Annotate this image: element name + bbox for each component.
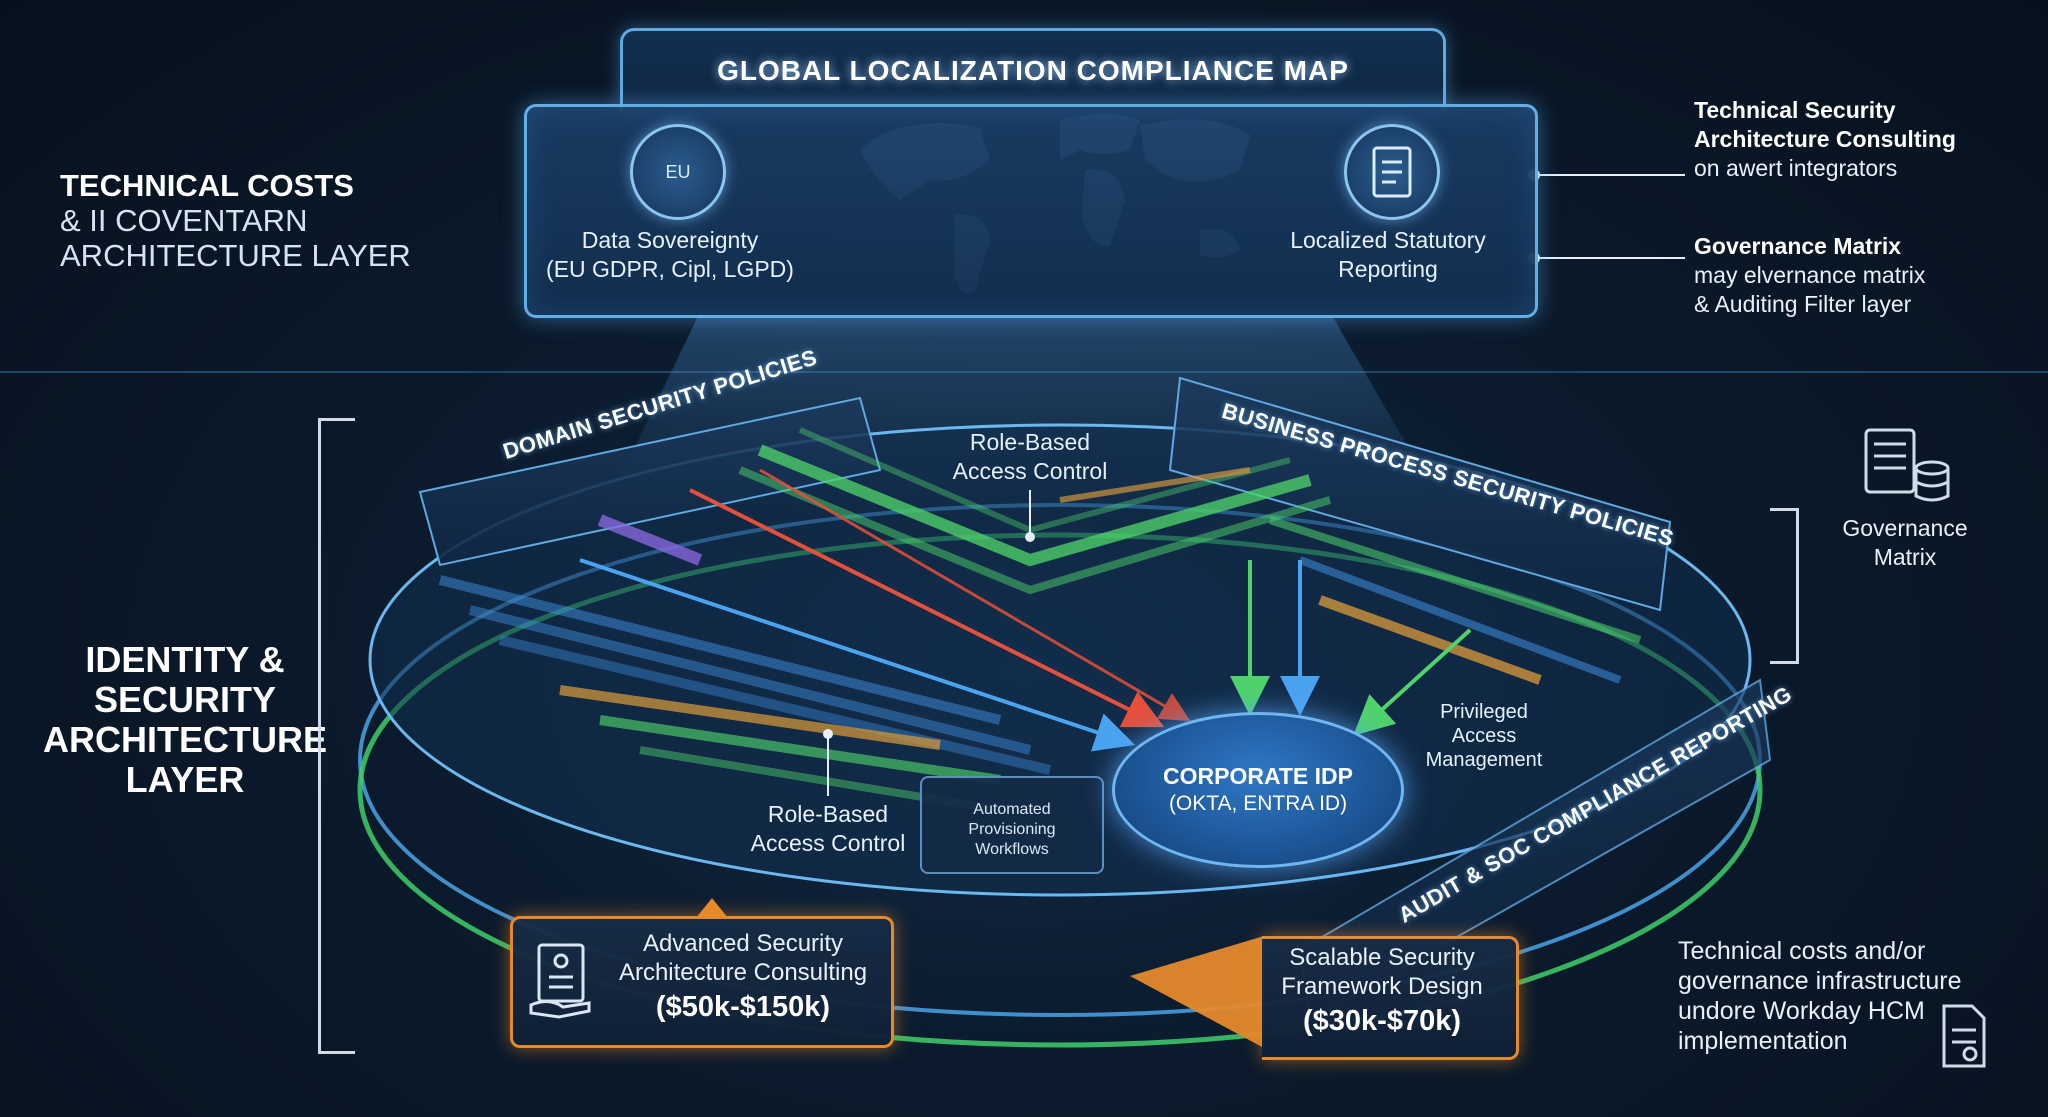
- identity-title-line1: IDENTITY &: [85, 639, 285, 680]
- auto-line2: Provisioning: [968, 821, 1056, 838]
- governance-matrix-body2: & Auditing Filter layer: [1694, 291, 1912, 317]
- statutory-reporting-line1: Localized Statutory: [1290, 227, 1486, 253]
- technical-title-line3: ARCHITECTURE LAYER: [60, 238, 411, 273]
- technical-costs-title: TECHNICAL COSTS & II COVENTARN ARCHITECT…: [60, 168, 411, 273]
- identity-title-line3: ARCHITECTURE: [43, 719, 327, 760]
- document-chart-icon: [1940, 1004, 1988, 1073]
- governance-matrix-head: Governance Matrix: [1694, 233, 1902, 259]
- technical-security-note: Technical Security Architecture Consulti…: [1694, 96, 1956, 183]
- technical-title-line1: TECHNICAL COSTS: [60, 168, 354, 203]
- compliance-map-header: GLOBAL LOCALIZATION COMPLIANCE MAP: [620, 28, 1446, 111]
- governance-label-line1: Governance: [1842, 515, 1968, 541]
- data-sovereignty-label: Data Sovereignty (EU GDPR, Cipl, LGPD): [520, 226, 820, 284]
- identity-layer-title: IDENTITY & SECURITY ARCHITECTURE LAYER: [40, 640, 330, 800]
- business-slab: [1168, 376, 1672, 612]
- statutory-reporting-label: Localized Statutory Reporting: [1248, 226, 1528, 284]
- flow-arrows: [579, 468, 1472, 796]
- governance-matrix-icon: [1862, 424, 1954, 511]
- corporate-idp-node: CORPORATE IDP (OKTA, ENTRA ID): [1112, 712, 1404, 868]
- scalable-line1: Scalable Security: [1289, 944, 1475, 971]
- advanced-line1: Advanced Security: [642, 930, 844, 957]
- platform-top: [368, 423, 1752, 897]
- workday-note-line3: undore Workday HCM: [1678, 997, 1925, 1025]
- automated-provisioning-box: Automated Provisioning Workflows: [920, 776, 1104, 874]
- left-bracket: [318, 418, 355, 1054]
- auto-line1: Automated: [973, 801, 1051, 818]
- eu-badge-label: EU: [665, 161, 691, 182]
- technical-security-head1: Technical Security: [1694, 97, 1896, 123]
- policy-lanes: [438, 427, 1642, 814]
- rbac-bottom-line1: Role-Based: [767, 801, 889, 827]
- statutory-reporting-line2: Reporting: [1338, 256, 1438, 282]
- advanced-price: ($50k-$150k): [655, 991, 831, 1023]
- workday-note-line4: implementation: [1678, 1027, 1848, 1055]
- scalable-price: ($30k-$70k): [1303, 1005, 1461, 1037]
- report-document-icon: [1344, 124, 1440, 220]
- pam-line2: Access: [1451, 725, 1517, 747]
- advanced-security-offering: Advanced Security Architecture Consultin…: [510, 916, 894, 1048]
- workday-note-line2: governance infrastructure: [1678, 967, 1962, 995]
- governance-matrix-body1: may elvernance matrix: [1694, 262, 1926, 288]
- rbac-top-label: Role-Based Access Control: [930, 428, 1130, 486]
- identity-title-line2: SECURITY: [93, 679, 277, 720]
- domain-slab: [418, 396, 882, 567]
- scalable-security-offering: Scalable Security Framework Design ($30k…: [1262, 936, 1519, 1060]
- data-sovereignty-line1: Data Sovereignty: [581, 227, 759, 253]
- rbac-top-line1: Role-Based: [969, 429, 1091, 455]
- technical-security-body: on awert integrators: [1694, 155, 1898, 181]
- scalable-offering-text: Scalable Security Framework Design ($30k…: [1252, 943, 1512, 1038]
- idp-title: CORPORATE IDP: [1163, 763, 1353, 789]
- advanced-offering-text: Advanced Security Architecture Consultin…: [603, 929, 883, 1024]
- eu-badge-icon: EU: [630, 124, 726, 220]
- data-sovereignty-line2: (EU GDPR, Cipl, LGPD): [546, 256, 794, 282]
- pam-line1: Privileged: [1440, 701, 1528, 723]
- governance-matrix-note: Governance Matrix may elvernance matrix …: [1694, 232, 1925, 319]
- advanced-line2: Architecture Consulting: [618, 959, 868, 986]
- orange-pointer-2: [1130, 936, 1264, 1048]
- identity-title-line4: LAYER: [125, 759, 245, 800]
- consultant-document-icon: [529, 941, 599, 1026]
- pam-label: Privileged Access Management: [1404, 700, 1564, 772]
- scalable-line2: Framework Design: [1281, 973, 1483, 1000]
- compliance-map-title: GLOBAL LOCALIZATION COMPLIANCE MAP: [717, 55, 1349, 86]
- rbac-top-line2: Access Control: [952, 458, 1108, 484]
- auto-line3: Workflows: [975, 841, 1049, 858]
- idp-subtitle: (OKTA, ENTRA ID): [1168, 792, 1348, 815]
- rbac-bottom-line2: Access Control: [750, 830, 906, 856]
- workday-cost-note: Technical costs and/or governance infras…: [1678, 936, 1961, 1056]
- technical-title-line2: & II COVENTARN: [60, 203, 308, 238]
- pam-line3: Management: [1425, 749, 1543, 771]
- technical-security-head2: Architecture Consulting: [1694, 126, 1956, 152]
- governance-label-line2: Matrix: [1873, 544, 1937, 570]
- rbac-bottom-label: Role-Based Access Control: [728, 800, 928, 858]
- workday-note-line1: Technical costs and/or: [1678, 937, 1926, 965]
- governance-matrix-label: Governance Matrix: [1830, 514, 1980, 572]
- right-bracket: [1770, 508, 1799, 664]
- orange-pointer-1: [696, 898, 728, 918]
